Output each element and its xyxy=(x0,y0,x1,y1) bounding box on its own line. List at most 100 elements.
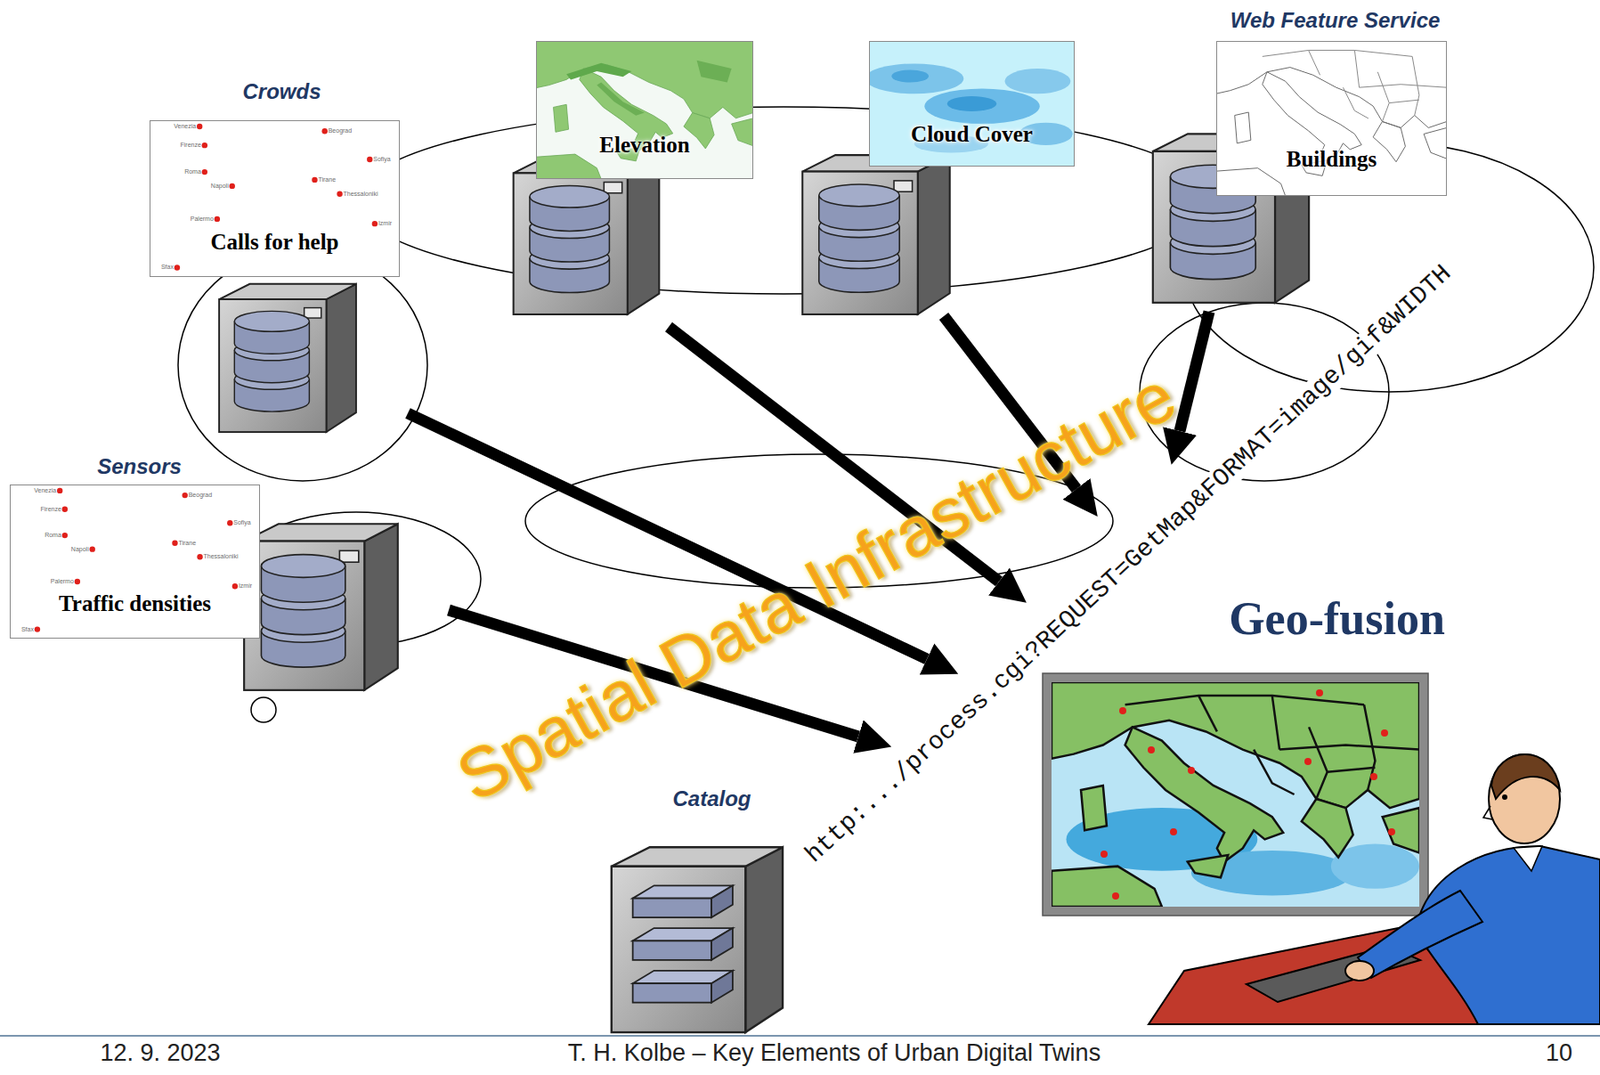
map-layer-box: Cloud Cover xyxy=(869,40,1075,167)
cloud-cover-map xyxy=(1004,68,1071,94)
fused-map-frame xyxy=(1042,673,1429,916)
footer-date: 12. 9. 2023 xyxy=(99,1039,220,1067)
cloud-cover-map xyxy=(891,69,929,82)
elevation-map xyxy=(697,60,732,83)
elevation-map xyxy=(536,40,754,179)
fused-map-display: Geo-fusion xyxy=(1042,673,1429,916)
data-flow-arrow xyxy=(1179,311,1210,431)
person-illustration xyxy=(1513,845,1543,871)
fused-map-point xyxy=(1304,757,1312,765)
map-layer-box: Web Feature ServiceBuildings xyxy=(1216,40,1447,196)
layer-label: Cloud Cover xyxy=(910,121,1033,148)
fused-map xyxy=(1051,682,1420,907)
city-name: Sfax xyxy=(161,264,174,272)
city-name: Sofiya xyxy=(233,519,251,527)
heading-label: Catalog xyxy=(672,786,751,812)
map-point xyxy=(214,216,220,222)
elevation-map xyxy=(596,82,645,116)
catalog-server-icon xyxy=(611,846,783,1032)
fused-map-point xyxy=(1147,746,1155,754)
map-point xyxy=(196,553,203,560)
map-point xyxy=(336,191,342,197)
point-map xyxy=(9,484,260,639)
city-name: Palermo xyxy=(50,577,74,585)
map-point xyxy=(56,487,63,494)
map-point xyxy=(89,545,96,552)
data-flow-arrow xyxy=(407,311,1210,737)
map-point xyxy=(322,128,328,134)
person-illustration xyxy=(1491,754,1560,799)
map-point xyxy=(196,123,203,130)
cloud-outline xyxy=(251,697,277,723)
map-point xyxy=(62,505,68,512)
fused-map-point xyxy=(1119,706,1127,715)
cloud-cover-map xyxy=(924,89,1040,124)
footer-rule xyxy=(0,1034,1600,1037)
map-point xyxy=(171,540,178,546)
cloud-outline xyxy=(356,106,1211,294)
buildings-map xyxy=(1216,40,1447,196)
server-icon xyxy=(243,523,398,691)
buildings-map xyxy=(1216,40,1447,196)
buildings-map xyxy=(1262,49,1447,122)
buildings-map xyxy=(1216,40,1447,196)
person-illustration xyxy=(1483,805,1493,820)
person-illustration xyxy=(1148,754,1600,1024)
map-point xyxy=(372,220,378,227)
layer-label: Traffic densities xyxy=(58,591,212,618)
city-name: Thessaloniki xyxy=(343,190,379,198)
fused-map-point xyxy=(1112,892,1120,900)
elevation-map xyxy=(536,40,754,179)
map-point xyxy=(227,519,233,526)
map-point xyxy=(202,169,208,175)
fused-map-point xyxy=(1315,689,1324,697)
server-icon xyxy=(219,284,357,432)
city-name: Napoli xyxy=(211,182,229,190)
city-name: Palermo xyxy=(190,215,214,223)
fused-map-point xyxy=(1169,828,1178,836)
person-illustration xyxy=(1502,794,1508,800)
server-icon xyxy=(513,156,660,315)
fused-map-point xyxy=(1100,689,1396,900)
map-point xyxy=(202,142,208,148)
fused-map xyxy=(1125,695,1420,799)
city-name: Firenze xyxy=(40,505,61,513)
footer-rule xyxy=(0,1035,1600,1037)
fused-map-point xyxy=(1380,729,1389,737)
footer-title: T. H. Kolbe – Key Elements of Urban Digi… xyxy=(568,1039,1101,1067)
fused-map-point xyxy=(1100,850,1108,858)
map-point xyxy=(34,123,378,633)
map-point xyxy=(182,492,188,498)
layer-label: Buildings xyxy=(1286,146,1377,173)
elevation-map xyxy=(536,40,754,179)
map-point xyxy=(74,578,81,585)
map-point xyxy=(34,625,41,632)
fused-map xyxy=(1051,682,1420,907)
city-name: Roma xyxy=(44,531,62,539)
fused-map-point xyxy=(1187,766,1195,774)
city-name: Sfax xyxy=(21,625,34,634)
fused-map-point xyxy=(1388,828,1396,836)
map-point xyxy=(311,177,317,183)
person-illustration xyxy=(1345,960,1374,981)
cloud-outline xyxy=(178,249,428,481)
city-name: Tirane xyxy=(317,176,336,184)
map-point xyxy=(366,156,373,163)
fused-map-frame xyxy=(1042,673,1429,916)
city-name: Sofiya xyxy=(373,155,390,163)
city-name: Beograd xyxy=(188,491,212,499)
map-layer-box: Elevation xyxy=(536,40,754,179)
point-map xyxy=(149,120,400,277)
map-point xyxy=(232,583,238,589)
city-name: Firenze xyxy=(179,141,201,149)
elevation-map xyxy=(566,63,632,81)
city-name: Thessaloniki xyxy=(203,552,239,561)
page-number: 10 xyxy=(1545,1039,1573,1067)
cloud-cover-map xyxy=(869,40,1075,167)
map-point xyxy=(174,264,180,270)
city-name: Venezia xyxy=(33,487,57,495)
city-name: Tirane xyxy=(178,539,196,547)
fused-map xyxy=(1051,682,1420,907)
layer-label: Calls for help xyxy=(211,228,340,255)
